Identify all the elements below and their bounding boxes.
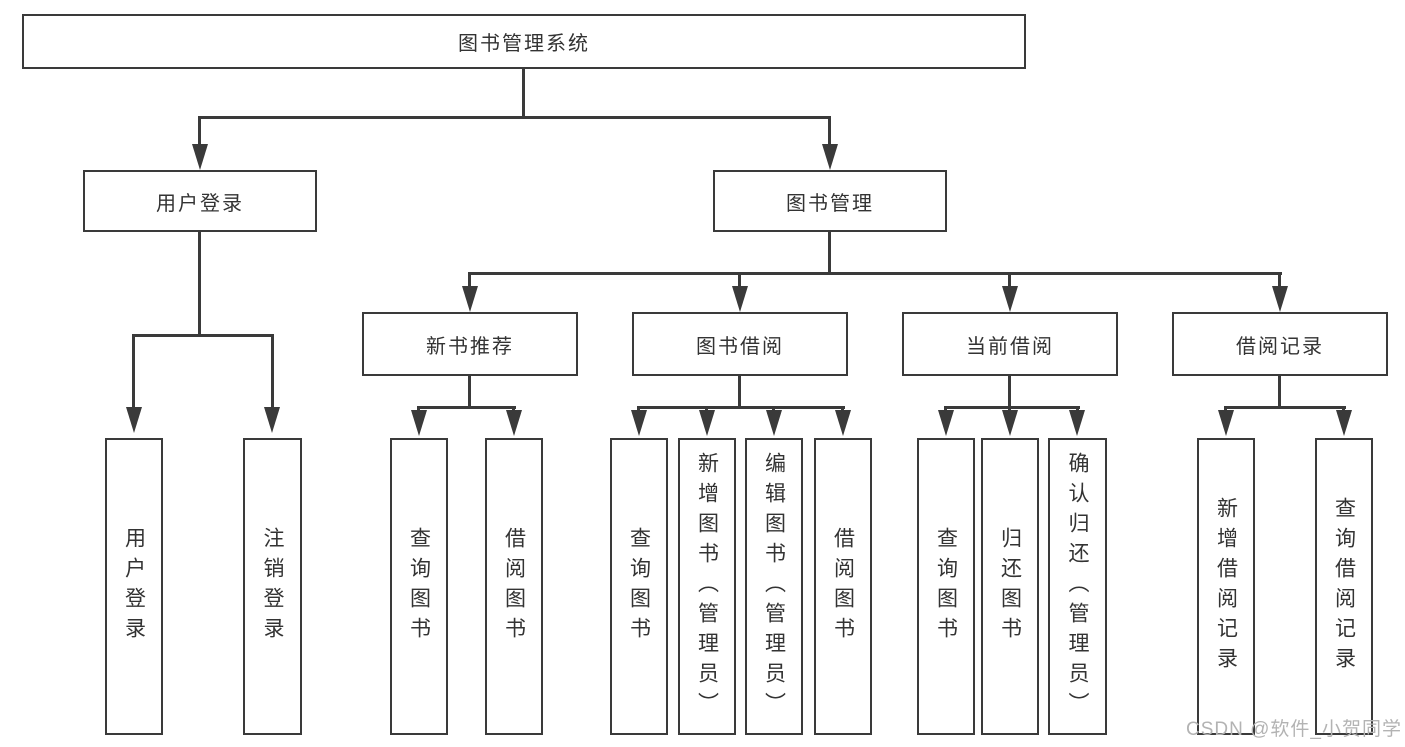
connector-borrow-records-trunk bbox=[1278, 376, 1281, 408]
arrowhead-bb-query bbox=[631, 410, 647, 436]
arrowhead-br-query bbox=[1336, 410, 1352, 436]
connector-drop-leaf-logout bbox=[271, 334, 274, 408]
connector-borrow-records-bar bbox=[1224, 406, 1346, 409]
connector-root-trunk bbox=[522, 69, 525, 118]
arrowhead-bb-add bbox=[699, 410, 715, 436]
leaf-borrow-query-books: 查询图书 bbox=[610, 438, 668, 735]
node-root: 图书管理系统 bbox=[22, 14, 1026, 69]
connector-drop-leaf-user-login bbox=[132, 334, 135, 408]
leaf-edit-books-admin-label: 编辑图书（管理员） bbox=[762, 451, 786, 722]
node-current-borrow-label: 当前借阅 bbox=[966, 335, 1054, 358]
connector-book-borrow-bar bbox=[637, 406, 845, 409]
arrowhead-recommend-query bbox=[411, 410, 427, 436]
leaf-query-borrow-record: 查询借阅记录 bbox=[1315, 438, 1373, 735]
connector-current-borrow-trunk bbox=[1008, 376, 1011, 408]
arrowhead-leaf-user-login bbox=[126, 407, 142, 433]
node-root-label: 图书管理系统 bbox=[458, 33, 590, 55]
connector-drop-current-borrow bbox=[1008, 272, 1011, 288]
leaf-borrow-books: 借阅图书 bbox=[814, 438, 872, 735]
leaf-logout-label: 注销登录 bbox=[261, 526, 284, 647]
leaf-recommend-borrow-books: 借阅图书 bbox=[485, 438, 543, 735]
connector-book-borrow-trunk bbox=[738, 376, 741, 408]
arrowhead-new-book-recommend bbox=[462, 286, 478, 312]
node-borrow-records: 借阅记录 bbox=[1172, 312, 1388, 376]
connector-level2-bar bbox=[198, 116, 831, 119]
leaf-borrow-books-label: 借阅图书 bbox=[831, 526, 855, 647]
leaf-current-query-books-label: 查询图书 bbox=[934, 526, 958, 647]
node-new-book-recommend-label: 新书推荐 bbox=[426, 335, 514, 358]
leaf-recommend-query-books-label: 查询图书 bbox=[407, 526, 431, 647]
node-user-login-label: 用户登录 bbox=[156, 192, 244, 215]
node-book-borrow-label: 图书借阅 bbox=[696, 335, 784, 358]
arrowhead-book-borrow bbox=[732, 286, 748, 312]
arrowhead-cb-query bbox=[938, 410, 954, 436]
arrowhead-user-login bbox=[192, 144, 208, 170]
arrowhead-borrow-records bbox=[1272, 286, 1288, 312]
leaf-add-books-admin-label: 新增图书（管理员） bbox=[695, 451, 719, 722]
node-book-management: 图书管理 bbox=[713, 170, 947, 232]
arrowhead-bb-borrow bbox=[835, 410, 851, 436]
leaf-confirm-return-admin: 确认归还（管理员） bbox=[1048, 438, 1107, 735]
leaf-add-borrow-record-label: 新增借阅记录 bbox=[1214, 496, 1238, 677]
arrowhead-book-management bbox=[822, 144, 838, 170]
csdn-watermark: CSDN @软件_小贺同学 bbox=[1186, 719, 1402, 740]
arrowhead-br-add bbox=[1218, 410, 1234, 436]
leaf-user-login-label: 用户登录 bbox=[122, 526, 146, 647]
connector-drop-book-borrow bbox=[738, 272, 741, 288]
connector-user-login-bar bbox=[132, 334, 274, 337]
arrowhead-cb-confirm bbox=[1069, 410, 1085, 436]
connector-book-management-trunk bbox=[828, 232, 831, 274]
leaf-confirm-return-admin-label: 确认归还（管理员） bbox=[1066, 451, 1089, 722]
arrowhead-leaf-logout bbox=[264, 407, 280, 433]
leaf-return-books-label: 归还图书 bbox=[998, 526, 1022, 647]
leaf-current-query-books: 查询图书 bbox=[917, 438, 975, 735]
leaf-recommend-borrow-books-label: 借阅图书 bbox=[502, 526, 526, 647]
leaf-user-login: 用户登录 bbox=[105, 438, 163, 735]
node-current-borrow: 当前借阅 bbox=[902, 312, 1118, 376]
leaf-add-borrow-record: 新增借阅记录 bbox=[1197, 438, 1255, 735]
node-book-borrow: 图书借阅 bbox=[632, 312, 848, 376]
arrowhead-recommend-borrow bbox=[506, 410, 522, 436]
connector-drop-book-management bbox=[828, 116, 831, 146]
connector-user-login-trunk bbox=[198, 232, 201, 337]
connector-drop-borrow-records bbox=[1278, 272, 1281, 288]
arrowhead-cb-return bbox=[1002, 410, 1018, 436]
connector-current-borrow-bar bbox=[944, 406, 1080, 409]
leaf-return-books: 归还图书 bbox=[981, 438, 1039, 735]
connector-recommend-bar bbox=[417, 406, 516, 409]
leaf-recommend-query-books: 查询图书 bbox=[390, 438, 448, 735]
arrowhead-bb-edit bbox=[766, 410, 782, 436]
leaf-edit-books-admin: 编辑图书（管理员） bbox=[745, 438, 803, 735]
leaf-add-books-admin: 新增图书（管理员） bbox=[678, 438, 736, 735]
node-book-management-label: 图书管理 bbox=[786, 192, 874, 215]
node-user-login: 用户登录 bbox=[83, 170, 317, 232]
leaf-query-borrow-record-label: 查询借阅记录 bbox=[1332, 496, 1356, 677]
node-borrow-records-label: 借阅记录 bbox=[1236, 335, 1324, 358]
node-new-book-recommend: 新书推荐 bbox=[362, 312, 578, 376]
connector-drop-user-login bbox=[198, 116, 201, 146]
arrowhead-current-borrow bbox=[1002, 286, 1018, 312]
connector-recommend-trunk bbox=[468, 376, 471, 408]
connector-level3-bar bbox=[468, 272, 1282, 275]
connector-drop-new-book-recommend bbox=[468, 272, 471, 288]
leaf-logout: 注销登录 bbox=[243, 438, 302, 735]
leaf-borrow-query-books-label: 查询图书 bbox=[627, 526, 651, 647]
